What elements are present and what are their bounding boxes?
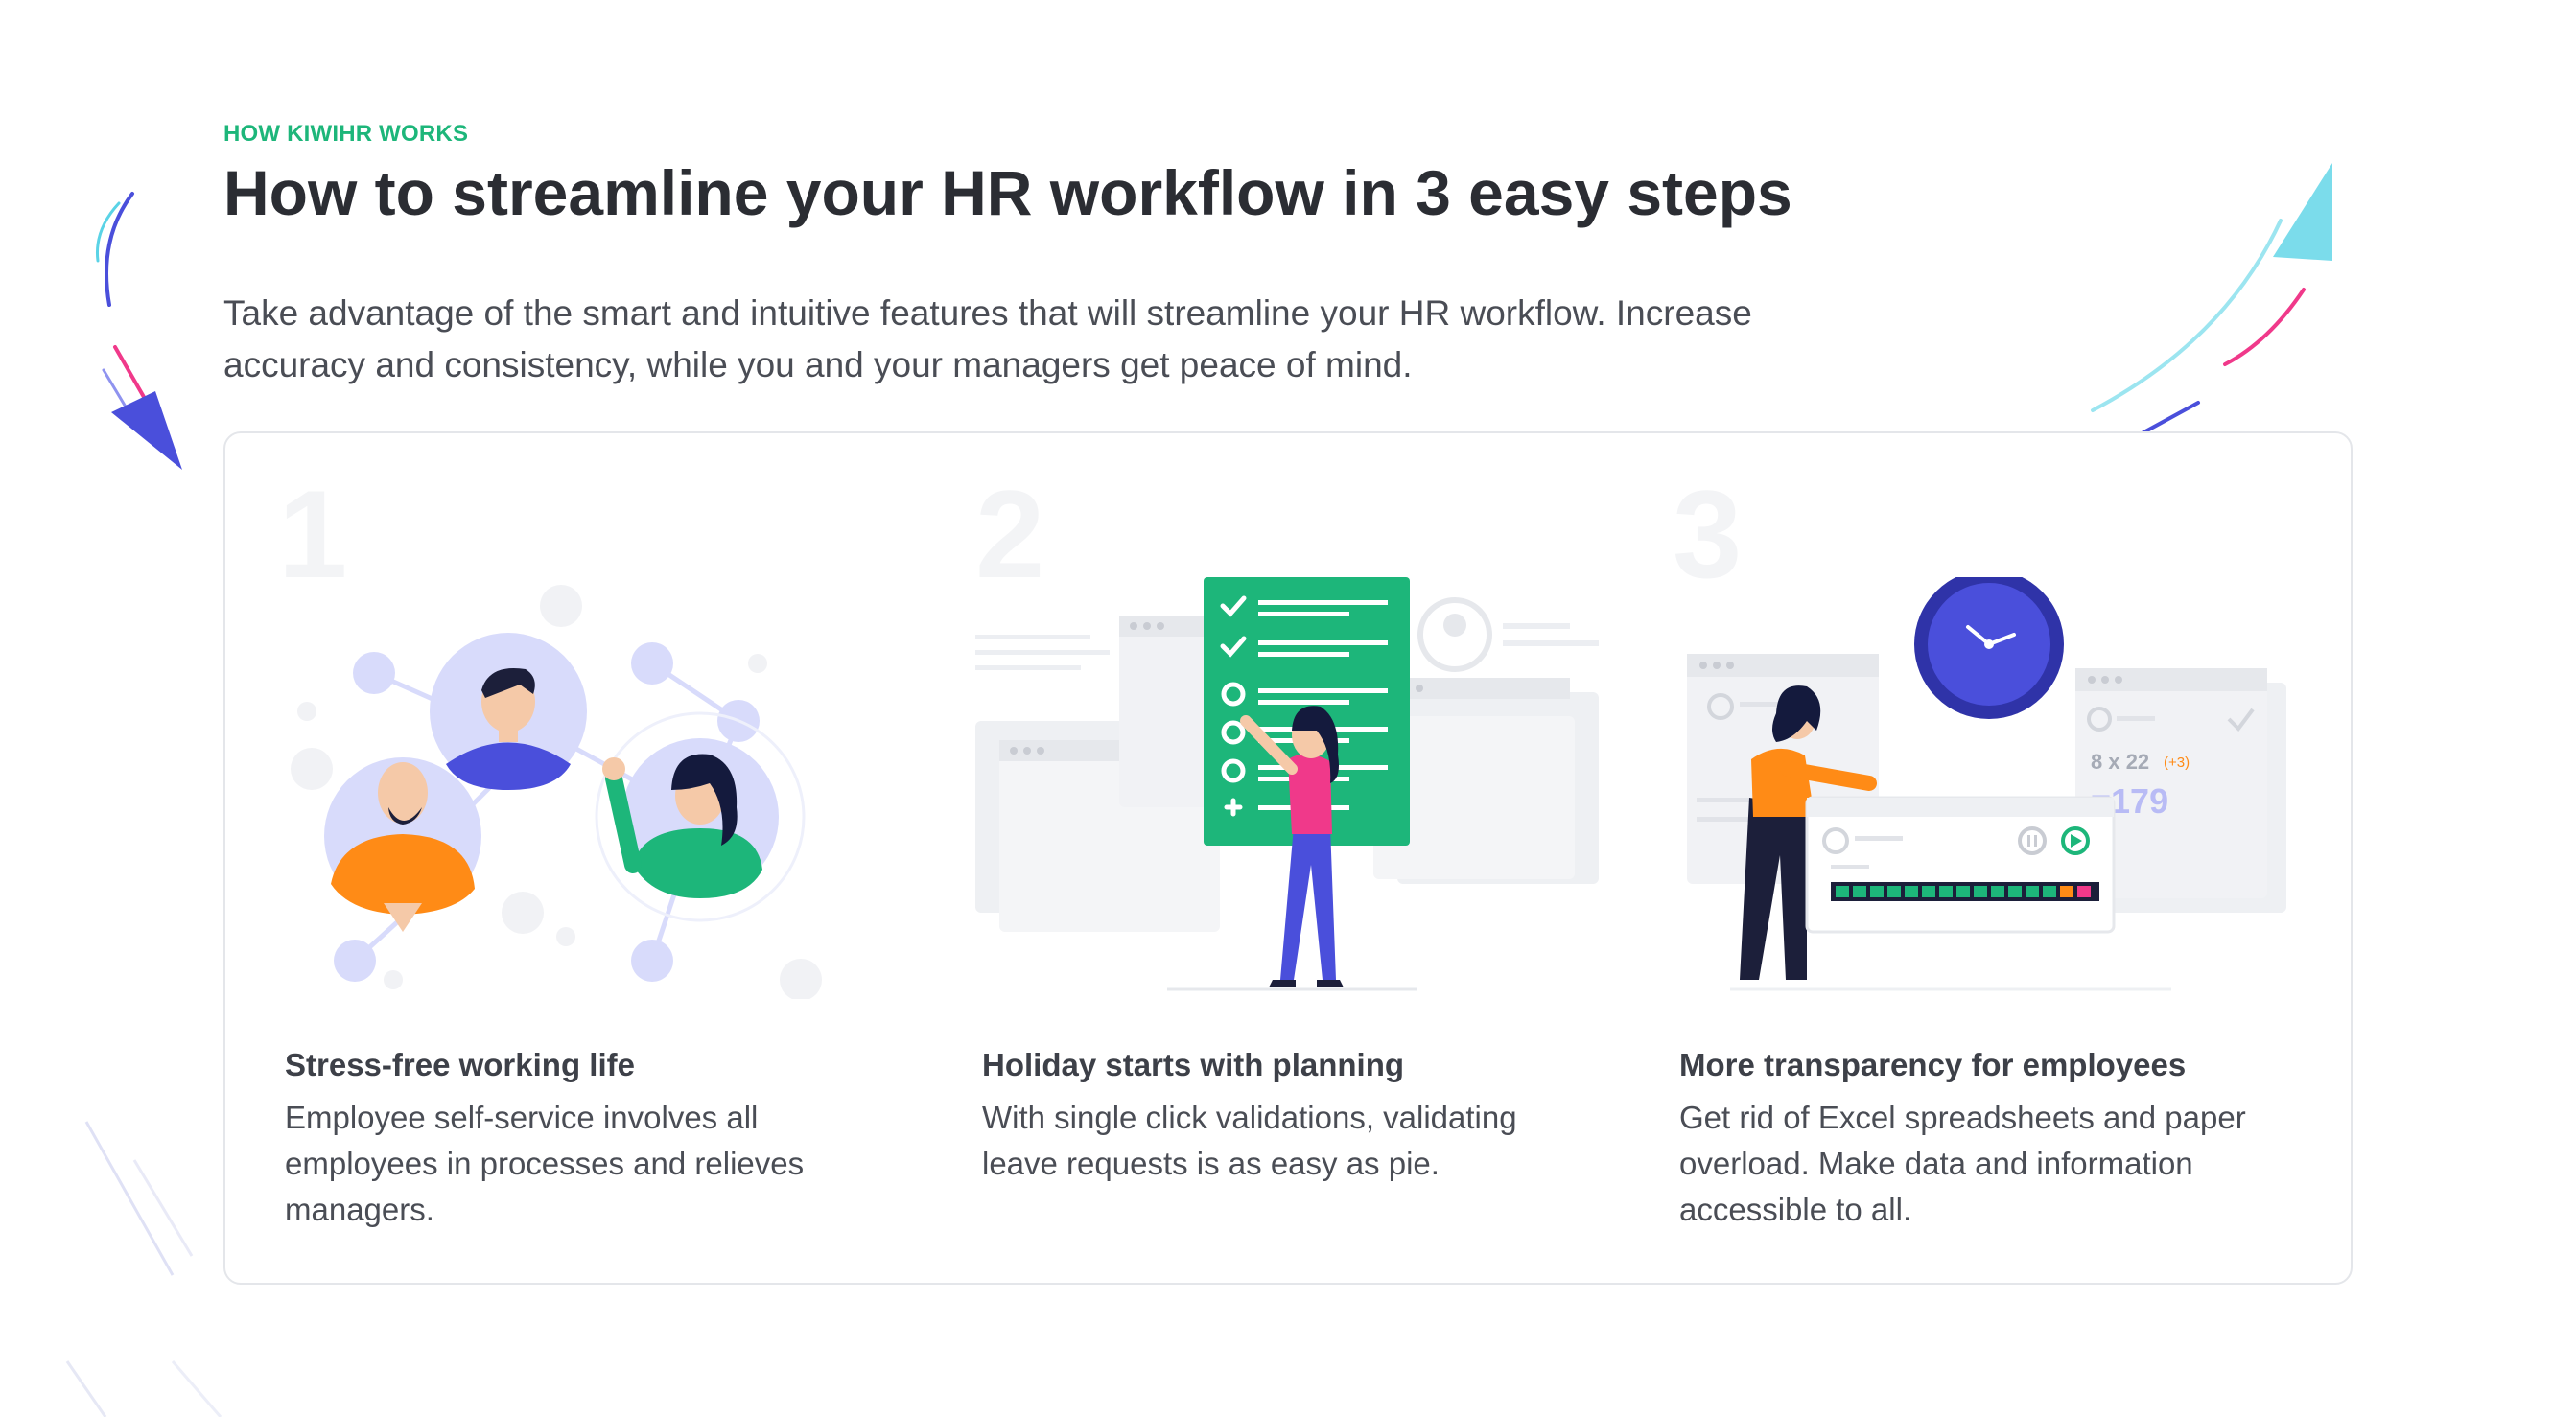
step-1: 1 [225, 433, 916, 1283]
page-title: How to streamline your HR workflow in 3 … [223, 157, 1792, 228]
step-title: Holiday starts with planning [982, 1047, 1405, 1082]
checklist-planning-illustration [975, 577, 1599, 991]
step-number: 3 [1673, 464, 1743, 604]
step-description: Get rid of Excel spreadsheets and paper … [1679, 1100, 2246, 1227]
step-2: 2 [923, 433, 1613, 1283]
decorative-lines-bottom [65, 1121, 222, 1417]
intro-text: Take advantage of the smart and intuitiv… [223, 292, 1752, 384]
people-network-illustration [291, 585, 822, 999]
calc-bonus: (+3) [2164, 755, 2190, 771]
step-3: 3 8 x [1620, 433, 2310, 1283]
step-number: 1 [278, 464, 348, 604]
section-header: HOW KIWIHR WORKS How to streamline your … [223, 121, 2046, 391]
step-description: With single click validations, validatin… [982, 1100, 1517, 1181]
step-title: More transparency for employees [1679, 1047, 2187, 1082]
decorative-arrow-left [95, 192, 182, 470]
step-title: Stress-free working life [285, 1047, 635, 1082]
step-number: 2 [975, 464, 1045, 604]
section-eyebrow: HOW KIWIHR WORKS [223, 121, 469, 147]
step-description: Employee self-service involves all emplo… [285, 1100, 805, 1227]
steps-card: 1 [223, 431, 2353, 1285]
calc-expression: 8 x 22 [2091, 750, 2149, 774]
transparency-dashboard-illustration: 8 x 22 (+3) =179 [1687, 577, 2286, 991]
